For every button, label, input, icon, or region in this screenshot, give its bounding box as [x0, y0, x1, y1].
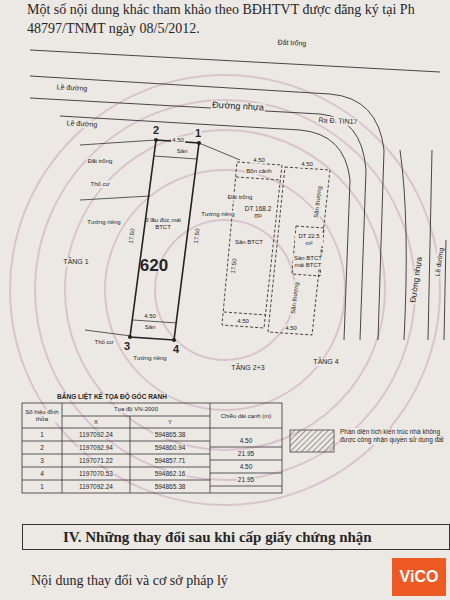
coordinate-table	[22, 403, 282, 493]
dimension: 17.50	[193, 227, 202, 245]
area-label: Bồn cảnh	[245, 168, 272, 175]
area-label: Sân BTCT	[234, 239, 264, 246]
floor-2-3-outline	[222, 162, 282, 328]
dimension: 17.50	[230, 257, 239, 275]
dimension: 17.50	[128, 227, 137, 245]
legend-text: Phần diện tích kiến trúc nhà không được …	[340, 428, 446, 445]
vertex-number: 2	[152, 124, 160, 136]
area-label: Sân thượng	[313, 185, 324, 220]
table-cell: 3	[39, 457, 45, 464]
header-note: Một số nội dung khác tham khảo theo BĐHT…	[26, 2, 416, 17]
table-cell: 594865.38	[154, 483, 187, 490]
neighbor-lines	[80, 140, 240, 336]
dimension: 4.50	[284, 325, 298, 332]
floor-label: TẦNG 1	[62, 258, 89, 266]
vertex-number: 1	[194, 127, 202, 139]
dimension: 4.50	[171, 137, 185, 144]
road-label: Lề đường	[433, 246, 444, 277]
table-header: Số hiệu đỉnh thửa	[23, 409, 61, 422]
table-header: Chiều dài cạnh (m)	[214, 413, 278, 420]
table-header: Y	[167, 419, 173, 426]
area-label: Sân thượng	[290, 281, 301, 316]
section-heading: IV. Những thay đổi sau khi cấp giấy chứn…	[63, 529, 372, 546]
table-header: Tọa độ VN-2000	[113, 406, 159, 413]
road-lines	[30, 50, 446, 340]
parcel-number: 620	[140, 257, 168, 276]
road-label: Đường nhựa	[409, 256, 424, 305]
dimension: 4.50	[143, 313, 157, 320]
table-cell: 21.95	[237, 476, 255, 483]
area-label: Đất trống	[227, 194, 254, 201]
wall-label: Tường riêng	[86, 219, 121, 226]
floor-label: TẦNG 2+3	[230, 364, 265, 372]
dimension: 4.50	[236, 318, 250, 325]
table-cell: 1	[39, 431, 45, 438]
table-cell: 1	[39, 483, 45, 490]
table-cell: 594865.38	[154, 431, 187, 438]
section-band: IV. Những thay đổi sau khi cấp giấy chứn…	[22, 524, 450, 550]
building-note: 3 lầu đúc mái BTCT	[144, 217, 182, 230]
table-cell: 2	[39, 444, 45, 451]
area-label: Sân	[144, 324, 157, 331]
legend-swatch	[290, 430, 334, 452]
table-header: X	[93, 419, 99, 426]
road-label: Lề đường	[65, 119, 98, 128]
area-label: Thổ cư	[93, 339, 114, 346]
table-cell: 1197071.22	[78, 457, 114, 464]
watermark-logo: ViCO	[399, 568, 440, 586]
table-cell: 594860.94	[154, 444, 187, 451]
table-cell: 1197070.53	[78, 470, 114, 477]
vertex-number: 3	[123, 340, 131, 352]
table-cell: 21.95	[237, 450, 255, 457]
area-value: DT 168.2 m²	[241, 205, 275, 219]
area-label: Thổ cư	[89, 181, 110, 188]
table-cell: 1197092.24	[78, 483, 114, 490]
area-label: Đất trống	[87, 158, 114, 165]
dimension: 4.50	[300, 161, 314, 168]
floor-4-outline	[268, 167, 330, 335]
logo-badge	[392, 558, 446, 596]
table-cell: 1197092.94	[78, 444, 114, 451]
road-label: Lề đường	[55, 83, 88, 92]
header-note: 48797/TNMT ngày 08/5/2012.	[26, 21, 201, 36]
section-field: Nội dung thay đổi và cơ sở pháp lý	[30, 573, 229, 588]
area-label: Sàn BTCT mái BTCT	[293, 255, 323, 268]
road-label: Đường nhựa	[211, 101, 265, 114]
table-cell: 4	[39, 470, 45, 477]
table-cell: 4.50	[239, 437, 254, 444]
table-cell: 1197092.24	[78, 431, 114, 438]
vertex-number: 4	[172, 343, 180, 355]
dimension: 4.50	[252, 157, 266, 164]
area-value: DT 22.5 m²	[295, 233, 323, 246]
floor-label: TẦNG 4	[312, 358, 339, 366]
table-cell: 4.50	[239, 463, 254, 470]
area-label: Đất trống	[276, 38, 307, 47]
wall-label: Tường riêng	[132, 355, 167, 362]
road-label: Ra Đ. TIN17	[317, 116, 358, 126]
table-cell: 594857.71	[154, 457, 187, 464]
table-title: BẢNG LIỆT KÊ TỌA ĐỘ GÓC RANH	[56, 393, 168, 400]
wall-label: Tường riêng	[200, 211, 235, 218]
area-label: Sân	[176, 148, 189, 155]
table-cell: 594862.16	[154, 470, 187, 477]
